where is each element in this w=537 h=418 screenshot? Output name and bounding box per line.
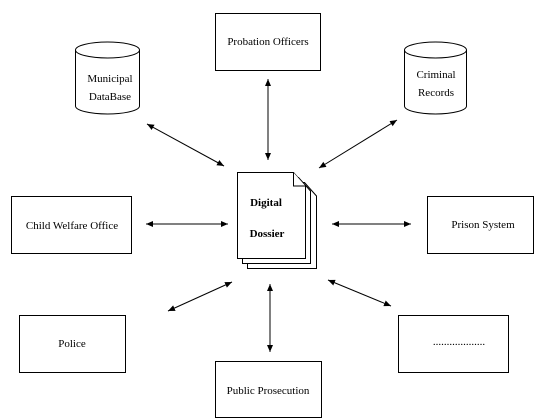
child-welfare-office-label: Child Welfare Office: [26, 220, 118, 232]
digital-dossier-node: Digital Dossier: [237, 172, 317, 269]
digital-dossier-label-line1: Digital: [250, 197, 282, 209]
criminal-records-node: Criminal Records: [404, 41, 467, 115]
public-prosecution-label: Public Prosecution: [227, 385, 310, 397]
digital-dossier-label-line2: Dossier: [250, 228, 285, 240]
police-label: Police: [58, 338, 86, 350]
arrow-municipal-database: [146, 123, 225, 167]
public-prosecution-node: Public Prosecution: [215, 361, 322, 418]
arrow-criminal-records: [318, 119, 398, 169]
other-label: ...................: [433, 336, 486, 348]
municipal-database-label-line1: Municipal: [87, 73, 132, 85]
criminal-records-label-line1: Criminal: [416, 69, 455, 81]
municipal-database-label-line2: DataBase: [89, 91, 131, 103]
child-welfare-office-node: Child Welfare Office: [11, 196, 132, 254]
police-node: Police: [19, 315, 126, 373]
criminal-records-label-line2: Records: [418, 87, 454, 99]
prison-system-label: Prison System: [451, 219, 515, 231]
prison-system-node: Prison System: [427, 196, 534, 254]
municipal-database-node: Municipal DataBase: [75, 41, 140, 115]
arrow-police: [167, 281, 233, 312]
arrow-other: [327, 279, 392, 307]
other-node: ...................: [398, 315, 509, 373]
probation-officers-label: Probation Officers: [227, 36, 308, 48]
probation-officers-node: Probation Officers: [215, 13, 321, 71]
